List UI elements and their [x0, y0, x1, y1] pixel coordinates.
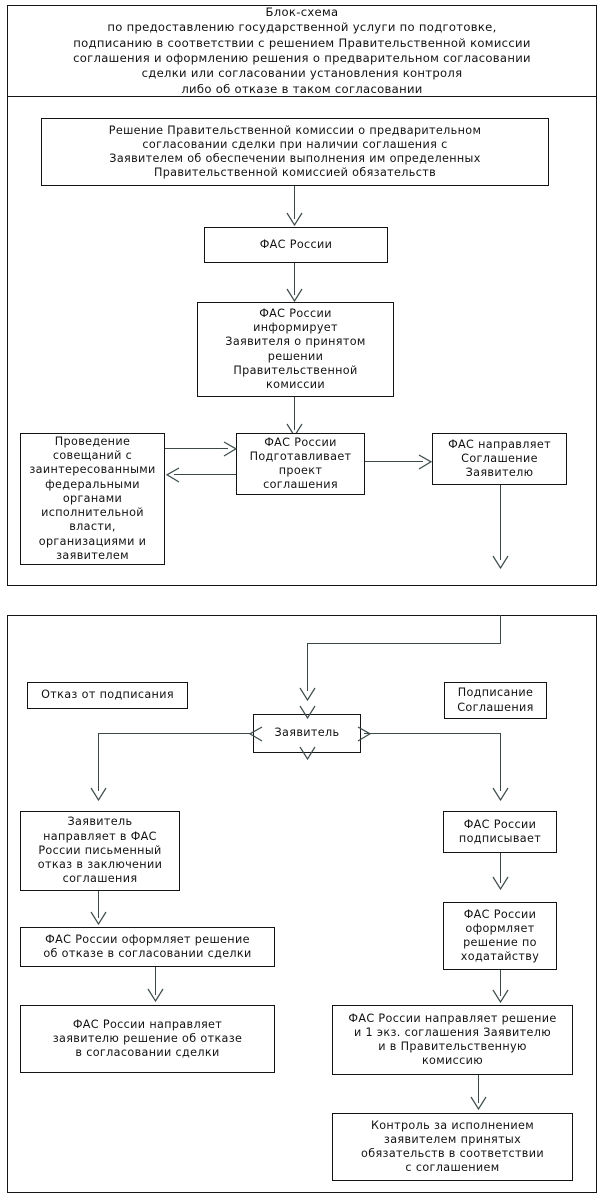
connector-applicant-right — [364, 733, 501, 734]
arrowhead-down-left-2 — [90, 911, 107, 926]
node-applicant-written-refusal: Заявитель направляет в ФАС России письме… — [20, 811, 180, 891]
connector-send-down-3 — [307, 643, 308, 691]
node-fas-sends-decision: ФАС России направляет решение и 1 экз. с… — [332, 1005, 573, 1075]
node-interagency-meetings: Проведение совещаний с заинтересованными… — [20, 433, 165, 565]
connector-left-branch-down — [98, 733, 99, 791]
page-title: Блок-схема по предоставлению государстве… — [7, 5, 597, 97]
node-applicant: Заявитель — [253, 714, 361, 753]
arrowhead-left-1 — [165, 467, 180, 483]
connector-meetings-to-draft — [165, 448, 228, 449]
node-fas-formalizes-refusal: ФАС России оформляет решение об отказе в… — [20, 927, 275, 967]
connector-refusal-down-2 — [155, 967, 156, 995]
label-refusal-to-sign: Отказ от подписания — [27, 682, 188, 709]
arrowhead-down-right-4 — [470, 1096, 487, 1111]
arrowhead-down-left-branch — [90, 787, 107, 802]
node-fas-informs-applicant: ФАС России информирует Заявителя о приня… — [197, 302, 394, 397]
arrowhead-down-2 — [286, 288, 303, 303]
connector-decision-to-fas — [294, 186, 295, 219]
label-signing-agreement: Подписание Соглашения — [444, 682, 547, 719]
arrowhead-down-right-branch — [492, 787, 509, 802]
arrowhead-right-1 — [223, 441, 238, 457]
arrowhead-applicant-left-edge — [248, 726, 263, 742]
node-fas-sends-agreement: ФАС направляет Соглашение Заявителю — [432, 433, 567, 485]
connector-informs-to-draft — [294, 397, 295, 430]
connector-send-down-1 — [500, 485, 501, 560]
connector-sign-down-1 — [500, 853, 501, 883]
arrowhead-down-4 — [492, 555, 509, 570]
arrowhead-down-left-3 — [147, 988, 164, 1003]
connector-right-branch-down — [500, 733, 501, 791]
connector-send-down-2 — [500, 615, 501, 644]
node-commission-decision: Решение Правительственной комиссии о пре… — [41, 118, 549, 186]
arrowhead-down-applicant-top — [299, 687, 316, 702]
connector-fas-to-informs — [294, 263, 295, 295]
arrowhead-applicant-top-edge — [299, 705, 316, 720]
arrowhead-right-2 — [418, 454, 433, 470]
node-fas-russia: ФАС России — [204, 227, 388, 263]
node-fas-prepares-draft: ФАС России Подготавливает проект соглаше… — [236, 433, 365, 495]
arrowhead-applicant-right-edge — [357, 726, 372, 742]
connector-draft-to-send — [365, 461, 423, 462]
connector-decision-down — [478, 1075, 479, 1103]
node-fas-signs: ФАС России подписывает — [443, 811, 557, 853]
connector-sign-down-2 — [500, 970, 501, 996]
node-fas-sends-refusal: ФАС России направляет заявителю решение … — [20, 1005, 275, 1073]
arrowhead-down-right-2 — [492, 876, 509, 891]
arrowhead-down-1 — [286, 212, 303, 227]
node-fas-formalizes-petition: ФАС России оформляет решение по ходатайс… — [443, 902, 557, 970]
connector-draft-to-meetings — [174, 474, 236, 475]
arrowhead-down-right-3 — [492, 989, 509, 1004]
node-control-of-obligations: Контроль за исполнением заявителем приня… — [332, 1113, 573, 1181]
arrowhead-applicant-bottom-edge — [299, 746, 316, 761]
connector-refusal-down-1 — [98, 891, 99, 918]
connector-send-left — [307, 643, 501, 644]
connector-applicant-left — [98, 733, 250, 734]
